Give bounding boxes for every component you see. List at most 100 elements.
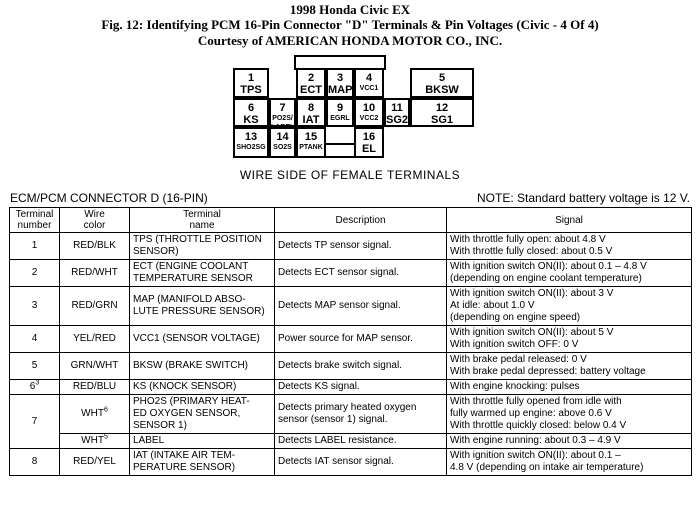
table-title: ECM/PCM CONNECTOR D (16-PIN) [10,191,208,205]
doc-title: 1998 Honda Civic EX [289,2,411,17]
description: Detects IAT sensor signal. [274,448,447,476]
wire-color: YEL/RED [59,325,130,353]
terminal-number: 63 [9,379,60,395]
footnote-ref: 5 [103,433,108,441]
pin-label: EL [361,143,377,155]
description: Detects brake switch signal. [274,352,447,380]
pin-number: 2 [307,72,315,84]
terminal-number: 2 [9,259,60,287]
wire-color: GRN/WHT [59,352,130,380]
description: Detects TP sensor signal. [274,232,447,260]
pin-number: 12 [435,102,449,114]
column-header: Terminal number [9,207,60,233]
terminal-number: 3 [9,286,60,326]
pin-number: 3 [336,72,344,84]
pin-label: EGRL [330,115,350,122]
pin-label: SG1 [430,114,453,126]
wire-color: RED/BLK [59,232,130,260]
terminal-name: TPS (THROTTLE POSITION SENSOR) [129,232,275,260]
pin-label: KS [243,114,259,126]
signal: With ignition switch ON(II): about 0.1 –… [446,259,692,287]
signal: With engine running: about 0.3 – 4.9 V [446,433,692,449]
signal: With ignition switch ON(II): about 5 V W… [446,325,692,353]
signal: With engine knocking: pulses [446,379,692,395]
terminal-name: ECT (ENGINE COOLANT TEMPERATURE SENSOR [129,259,275,287]
footnote-ref: 6 [103,406,108,414]
description: Detects KS signal. [274,379,447,395]
pin-number: 6 [247,102,255,114]
description: Detects LABEL resistance. [274,433,447,449]
terminal-name: IAT (INTAKE AIR TEM- PERATURE SENSOR) [129,448,275,476]
pin-label: BKSW [425,84,459,96]
pin-number: 7 [279,102,286,114]
terminal-name: PHO2S (PRIMARY HEAT- ED OXYGEN SENSOR, S… [129,394,275,434]
description: Power source for MAP sensor. [274,325,447,353]
terminal-name: KS (KNOCK SENSOR) [129,379,275,395]
description: Detects MAP sensor signal. [274,286,447,326]
pin-label: PTANK [299,144,323,151]
terminal-number: 7 [9,394,60,449]
pin-number: 5 [438,72,446,84]
pin-number: 4 [365,72,373,84]
wire-color: RED/GRN [59,286,130,326]
terminal-name: VCC1 (SENSOR VOLTAGE) [129,325,275,353]
terminal-name: LABEL [129,433,275,449]
pin-label: SHO2SG [236,144,266,151]
pin-label: TPS [240,84,262,96]
description: Detects ECT sensor signal. [274,259,447,287]
terminal-name: MAP (MANIFOLD ABSO- LUTE PRESSURE SENSOR… [129,286,275,326]
pin-number: 15 [304,131,318,143]
pin-label: IAT [302,114,320,126]
footnote-ref: 3 [35,379,40,387]
pin-label: SG2 [386,114,409,126]
pin-number: 13 [244,131,258,143]
table-note: NOTE: Standard battery voltage is 12 V. [476,191,690,205]
connector-bottom-tab [324,143,356,158]
figure-caption: Fig. 12: Identifying PCM 16-Pin Connecto… [101,17,599,32]
signal: With throttle fully open: about 4.8 V Wi… [446,232,692,260]
wire-color: WHT6 [59,394,130,434]
wire-color: RED/BLU [59,379,130,395]
terminal-number: 5 [9,352,60,380]
column-header: Signal [446,207,692,233]
pin-label: MAP [328,84,353,96]
pin-label: VCC1 [359,85,379,92]
terminal-name: BKSW (BRAKE SWITCH) [129,352,275,380]
pin-number: 11 [391,102,403,114]
terminal-number: 4 [9,325,60,353]
pin-number: 1 [247,72,255,84]
signal: With throttle fully opened from idle wit… [446,394,692,434]
terminal-number: 8 [9,448,60,476]
pin-label: SO2S [273,144,292,151]
terminal-number: 1 [9,232,60,260]
wire-color: RED/YEL [59,448,130,476]
signal: With brake pedal released: 0 V With brak… [446,352,692,380]
pin-number: 16 [362,131,376,143]
pin-number: 8 [307,102,315,114]
